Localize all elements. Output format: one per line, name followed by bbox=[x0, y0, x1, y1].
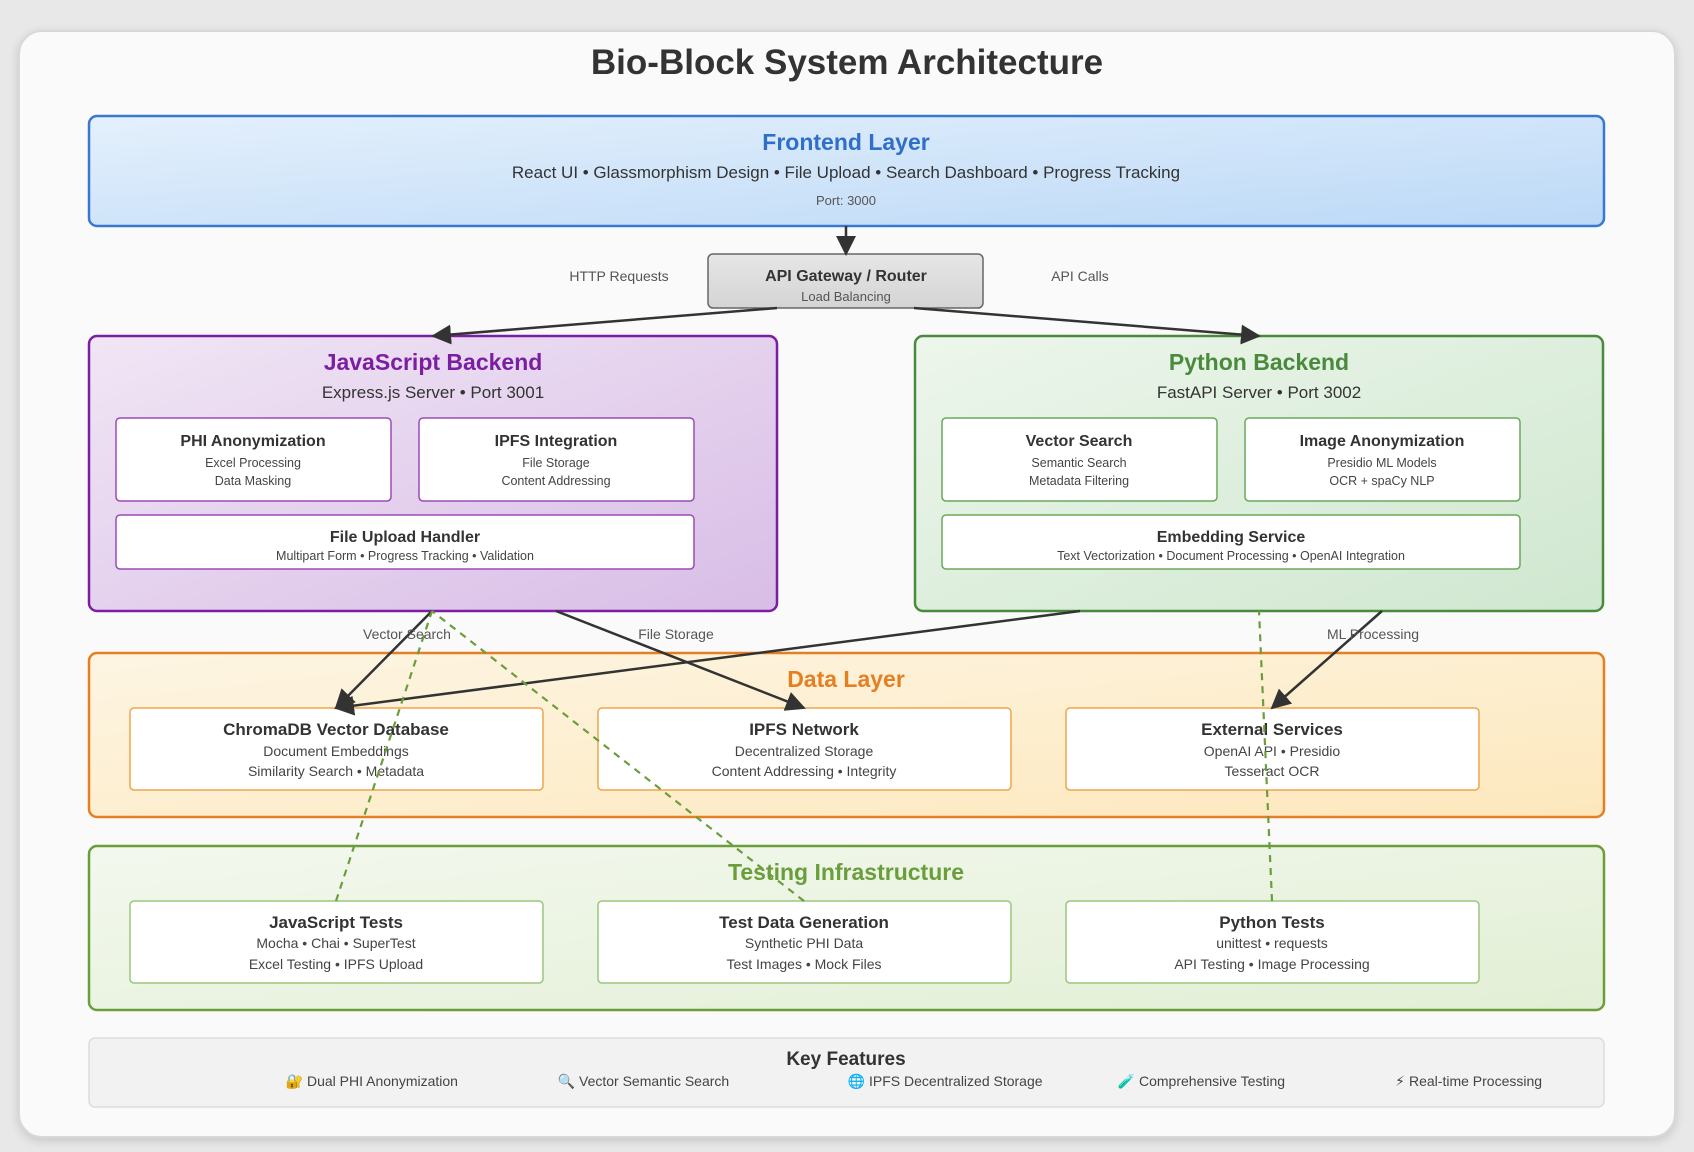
key-feature-label: Vector Semantic Search bbox=[579, 1073, 729, 1089]
key-feature-item: 🧪Comprehensive Testing bbox=[1118, 1073, 1285, 1090]
frontend-layer-features: React UI • Glassmorphism Design • File U… bbox=[512, 163, 1180, 182]
chromadb-box: ChromaDB Vector Database Document Embedd… bbox=[129, 707, 544, 791]
embedding-service-line1: Text Vectorization • Document Processing… bbox=[1057, 549, 1405, 563]
edge-label-api-calls: API Calls bbox=[1051, 268, 1109, 284]
dashed-link-python-tests bbox=[1257, 610, 1274, 902]
python-tests-box: Python Tests unittest • requests API Tes… bbox=[1065, 900, 1480, 984]
key-feature-item: 🔍Vector Semantic Search bbox=[558, 1072, 730, 1090]
file-upload-handler-title: File Upload Handler bbox=[330, 529, 480, 546]
python-tests-title: Python Tests bbox=[1219, 913, 1324, 932]
vector-search-line1: Semantic Search bbox=[1031, 456, 1126, 470]
key-feature-label: Comprehensive Testing bbox=[1139, 1073, 1285, 1089]
test-data-generation-line1: Synthetic PHI Data bbox=[745, 935, 863, 951]
python-tests-line1: unittest • requests bbox=[1216, 935, 1328, 951]
testing-infrastructure: Testing Infrastructure JavaScript Tests … bbox=[87, 844, 1606, 1012]
api-gateway-title: API Gateway / Router bbox=[765, 268, 927, 285]
key-features: Key Features 🔐Dual PHI Anonymization 🔍Vec… bbox=[88, 1037, 1605, 1108]
arrow-gateway-to-js-backend bbox=[431, 306, 778, 345]
arrow-python-to-external-services bbox=[1270, 610, 1383, 710]
test-data-generation-box: Test Data Generation Synthetic PHI Data … bbox=[597, 900, 1012, 984]
chromadb-line1: Document Embeddings bbox=[263, 743, 409, 759]
javascript-backend-title: JavaScript Backend bbox=[324, 349, 543, 375]
javascript-backend-subtitle: Express.js Server • Port 3001 bbox=[322, 383, 544, 402]
frontend-layer-title: Frontend Layer bbox=[762, 129, 929, 155]
magnifier-icon: 🔍 bbox=[558, 1072, 575, 1090]
external-services-title: External Services bbox=[1201, 720, 1343, 739]
data-layer: Data Layer ChromaDB Vector Database Docu… bbox=[87, 651, 1606, 819]
javascript-backend: JavaScript Backend Express.js Server • P… bbox=[87, 334, 779, 613]
ipfs-integration-box: IPFS Integration File Storage Content Ad… bbox=[418, 417, 695, 502]
phi-anonymization-line2: Data Masking bbox=[215, 474, 291, 488]
lightning-icon: ⚡ bbox=[1395, 1073, 1405, 1089]
ipfs-integration-title: IPFS Integration bbox=[495, 433, 618, 450]
ipfs-network-line2: Content Addressing • Integrity bbox=[712, 763, 897, 779]
python-backend: Python Backend FastAPI Server • Port 300… bbox=[913, 334, 1605, 613]
key-feature-item: ⚡Real-time Processing bbox=[1395, 1073, 1542, 1089]
image-anonymization-title: Image Anonymization bbox=[1300, 433, 1465, 450]
external-services-box: External Services OpenAI API • Presidio … bbox=[1065, 707, 1480, 791]
api-gateway: API Gateway / Router Load Balancing bbox=[707, 253, 984, 309]
key-feature-label: Real-time Processing bbox=[1409, 1073, 1542, 1089]
ipfs-network-line1: Decentralized Storage bbox=[735, 743, 874, 759]
key-features-list: 🔐Dual PHI Anonymization 🔍Vector Semantic … bbox=[286, 1072, 1543, 1090]
test-data-generation-line2: Test Images • Mock Files bbox=[726, 956, 881, 972]
key-feature-item: 🔐Dual PHI Anonymization bbox=[286, 1073, 458, 1090]
globe-icon: 🌐 bbox=[848, 1073, 865, 1090]
arrow-js-to-ipfs-network bbox=[555, 609, 806, 711]
embedding-service-title: Embedding Service bbox=[1157, 529, 1306, 546]
test-tube-icon: 🧪 bbox=[1118, 1073, 1135, 1090]
key-feature-item: 🌐IPFS Decentralized Storage bbox=[848, 1073, 1043, 1090]
data-layer-title: Data Layer bbox=[787, 666, 905, 692]
arrow-python-to-chromadb bbox=[334, 609, 1081, 716]
ipfs-integration-line1: File Storage bbox=[522, 456, 589, 470]
image-anonymization-box: Image Anonymization Presidio ML Models O… bbox=[1244, 417, 1521, 502]
chromadb-line2: Similarity Search • Metadata bbox=[248, 763, 424, 779]
ipfs-network-title: IPFS Network bbox=[749, 720, 859, 739]
chromadb-title: ChromaDB Vector Database bbox=[223, 720, 449, 739]
external-services-line1: OpenAI API • Presidio bbox=[1204, 743, 1341, 759]
javascript-tests-line1: Mocha • Chai • SuperTest bbox=[256, 935, 415, 951]
test-data-generation-title: Test Data Generation bbox=[719, 913, 889, 932]
arrow-js-to-chromadb bbox=[334, 610, 433, 710]
phi-anonymization-box: PHI Anonymization Excel Processing Data … bbox=[115, 417, 392, 502]
key-feature-label: Dual PHI Anonymization bbox=[307, 1073, 458, 1089]
python-backend-subtitle: FastAPI Server • Port 3002 bbox=[1157, 383, 1361, 402]
phi-anonymization-line1: Excel Processing bbox=[205, 456, 301, 470]
python-tests-line2: API Testing • Image Processing bbox=[1174, 956, 1369, 972]
file-upload-handler-line1: Multipart Form • Progress Tracking • Val… bbox=[276, 549, 534, 563]
ipfs-network-box: IPFS Network Decentralized Storage Conte… bbox=[597, 707, 1012, 791]
testing-layer-title: Testing Infrastructure bbox=[728, 859, 964, 885]
ipfs-integration-line2: Content Addressing bbox=[501, 474, 610, 488]
lock-key-icon: 🔐 bbox=[286, 1073, 303, 1090]
diagram-title: Bio-Block System Architecture bbox=[591, 43, 1103, 82]
api-gateway-subtitle: Load Balancing bbox=[801, 289, 891, 304]
embedding-service-box: Embedding Service Text Vectorization • D… bbox=[941, 514, 1521, 570]
key-features-box bbox=[88, 1037, 1605, 1108]
external-services-line2: Tesseract OCR bbox=[1225, 763, 1320, 779]
dashed-link-test-data bbox=[431, 610, 805, 902]
image-anonymization-line1: Presidio ML Models bbox=[1327, 456, 1436, 470]
image-anonymization-line2: OCR + spaCy NLP bbox=[1329, 474, 1434, 488]
connectors bbox=[334, 226, 1383, 902]
vector-search-title: Vector Search bbox=[1026, 433, 1133, 450]
vector-search-box: Vector Search Semantic Search Metadata F… bbox=[941, 417, 1218, 502]
edge-label-vector-search: Vector Search bbox=[363, 626, 451, 642]
edge-label-ml-processing: ML Processing bbox=[1327, 626, 1419, 642]
edge-label-http-requests: HTTP Requests bbox=[569, 268, 668, 284]
frontend-layer: Frontend Layer React UI • Glassmorphism … bbox=[87, 114, 1606, 228]
key-feature-label: IPFS Decentralized Storage bbox=[869, 1073, 1043, 1089]
phi-anonymization-title: PHI Anonymization bbox=[180, 433, 325, 450]
edge-label-file-storage: File Storage bbox=[638, 626, 714, 642]
javascript-tests-line2: Excel Testing • IPFS Upload bbox=[249, 956, 423, 972]
file-upload-handler-box: File Upload Handler Multipart Form • Pro… bbox=[115, 514, 695, 570]
javascript-tests-box: JavaScript Tests Mocha • Chai • SuperTes… bbox=[129, 900, 544, 984]
key-features-title: Key Features bbox=[786, 1049, 905, 1070]
python-backend-title: Python Backend bbox=[1169, 349, 1349, 375]
vector-search-line2: Metadata Filtering bbox=[1029, 474, 1129, 488]
frontend-layer-port: Port: 3000 bbox=[816, 193, 876, 208]
arrow-gateway-to-python-backend bbox=[913, 306, 1261, 345]
javascript-tests-title: JavaScript Tests bbox=[269, 913, 403, 932]
